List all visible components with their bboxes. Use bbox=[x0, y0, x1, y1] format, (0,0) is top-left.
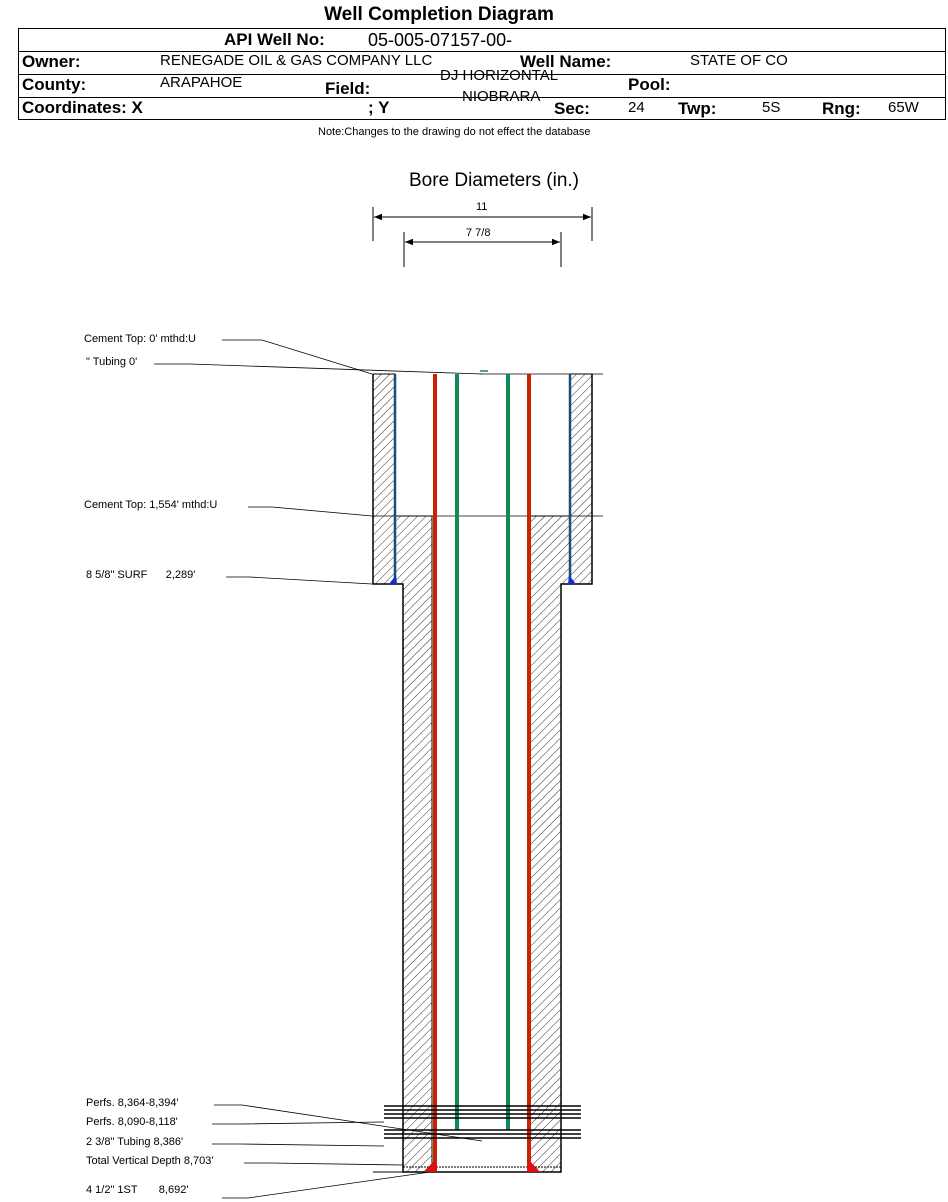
pool-label: Pool: bbox=[628, 75, 671, 94]
header-divider bbox=[18, 97, 946, 98]
tubing-string bbox=[455, 370, 510, 1130]
county-label: County: bbox=[22, 75, 87, 94]
tubing-top-label: " Tubing 0' bbox=[86, 356, 138, 368]
sec-label: Sec: bbox=[554, 99, 590, 118]
surface-casing bbox=[389, 374, 576, 584]
production-casing bbox=[424, 374, 540, 1172]
surface-casing-label: 8 5/8" SURF 2,289' bbox=[86, 569, 196, 581]
twp-value: 5S bbox=[762, 99, 781, 116]
field-value-line1: DJ HORIZONTAL bbox=[440, 67, 559, 84]
outer-bore-label: 11 bbox=[476, 201, 488, 213]
production-casing-label: 4 1/2" 1ST 8,692' bbox=[86, 1184, 189, 1196]
outer-bore-dimension bbox=[372, 207, 593, 241]
cement-sheath bbox=[372, 373, 603, 1173]
coordinates-x-label: Coordinates: X bbox=[22, 98, 143, 117]
perfs-upper-label: Perfs. 8,364-8,394' bbox=[86, 1097, 179, 1109]
inner-bore-label: 7 7/8 bbox=[466, 227, 491, 239]
twp-label: Twp: bbox=[678, 99, 717, 118]
api-label: API Well No: bbox=[224, 30, 325, 49]
tubing-bottom-label: 2 3/8" Tubing 8,386' bbox=[86, 1136, 184, 1148]
header-divider bbox=[18, 74, 946, 75]
perfs-lower-label: Perfs. 8,090-8,118' bbox=[86, 1116, 178, 1128]
coordinates-y-label: ; Y bbox=[368, 98, 390, 117]
well-name-value: STATE OF CO bbox=[690, 52, 788, 69]
database-note: Note:Changes to the drawing do not effec… bbox=[318, 126, 591, 138]
header-divider bbox=[18, 51, 946, 52]
bore-diameters-title: Bore Diameters (in.) bbox=[409, 170, 579, 191]
owner-label: Owner: bbox=[22, 52, 81, 71]
well-name-label: Well Name: bbox=[520, 52, 612, 71]
cement-top-surface-label: Cement Top: 0' mthd:U bbox=[84, 333, 196, 345]
diagram-title: Well Completion Diagram bbox=[324, 4, 554, 25]
api-value: 05-005-07157-00- bbox=[368, 30, 513, 50]
rng-value: 65W bbox=[888, 99, 919, 116]
total-depth-label: Total Vertical Depth 8,703' bbox=[86, 1155, 214, 1167]
inner-bore-dimension bbox=[403, 232, 562, 267]
field-value-line2: NIOBRARA bbox=[462, 88, 541, 105]
field-label: Field: bbox=[325, 79, 371, 98]
cement-top-production-label: Cement Top: 1,554' mthd:U bbox=[84, 499, 218, 511]
callout-leaders bbox=[154, 339, 483, 1199]
perforations-upper bbox=[384, 1105, 581, 1119]
owner-value: RENEGADE OIL & GAS COMPANY LLC bbox=[160, 52, 433, 69]
county-value: ARAPAHOE bbox=[160, 74, 243, 91]
rng-label: Rng: bbox=[822, 99, 861, 118]
sec-value: 24 bbox=[628, 99, 645, 116]
perforations-lower bbox=[384, 1129, 581, 1139]
